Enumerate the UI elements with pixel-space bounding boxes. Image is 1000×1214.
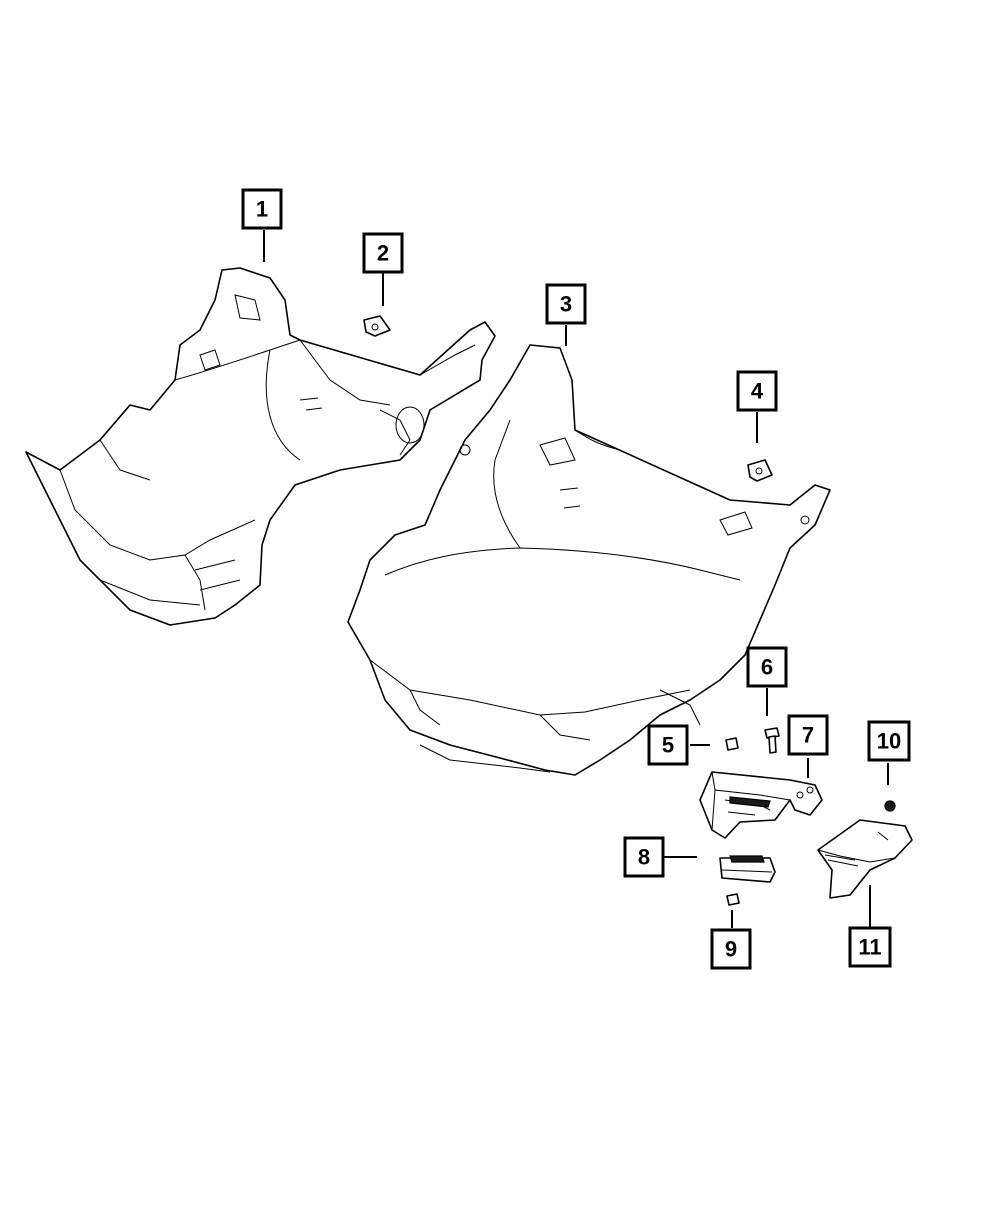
part-6-bolt[interactable] xyxy=(764,727,780,754)
callout-label-10: 10 xyxy=(877,729,901,754)
callout-2[interactable]: 2 xyxy=(362,232,404,274)
part-5-nut[interactable] xyxy=(725,737,739,751)
callout-label-8: 8 xyxy=(638,845,650,870)
callout-3[interactable]: 3 xyxy=(545,283,587,325)
callout-9[interactable]: 9 xyxy=(710,928,752,970)
callout-6[interactable]: 6 xyxy=(746,646,788,688)
callout-label-11: 11 xyxy=(858,935,881,960)
part-9-nut[interactable] xyxy=(726,893,740,906)
callout-5[interactable]: 5 xyxy=(647,724,689,766)
callout-label-3: 3 xyxy=(560,292,572,317)
callout-label-1: 1 xyxy=(256,197,268,222)
part-7-bracket[interactable] xyxy=(699,771,823,839)
callout-8[interactable]: 8 xyxy=(623,836,665,878)
part-10-grommet[interactable] xyxy=(884,800,896,812)
part-3-shield[interactable] xyxy=(347,344,831,776)
callout-label-5: 5 xyxy=(662,733,674,758)
callout-7[interactable]: 7 xyxy=(787,714,829,756)
callout-label-4: 4 xyxy=(751,379,764,404)
callout-10[interactable]: 10 xyxy=(867,720,911,762)
part-4-clip[interactable] xyxy=(747,459,773,482)
callout-11[interactable]: 11 xyxy=(848,926,892,968)
part-2-clip[interactable] xyxy=(363,315,391,337)
callout-label-9: 9 xyxy=(725,937,737,962)
part-11-cover[interactable] xyxy=(817,819,913,899)
part-1-shield[interactable] xyxy=(25,267,496,626)
callout-1[interactable]: 1 xyxy=(241,188,283,230)
callout-label-2: 2 xyxy=(377,241,389,266)
part-8-module[interactable] xyxy=(719,855,776,883)
callout-label-7: 7 xyxy=(802,723,814,748)
callout-label-6: 6 xyxy=(761,655,773,680)
callout-4[interactable]: 4 xyxy=(736,370,778,412)
